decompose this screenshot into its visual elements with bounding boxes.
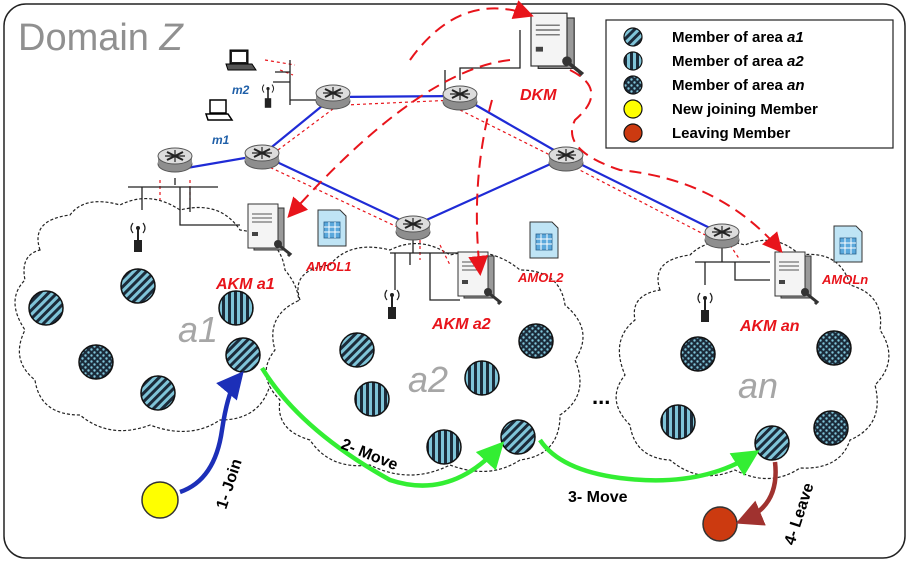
amol1-label: AMOL1 [305,259,352,274]
akm-a1-server-icon [246,202,292,258]
member-an [680,336,716,372]
legend-swatch-an [623,75,643,95]
ellipsis: ... [592,384,610,409]
dkm-label: DKM [520,87,557,104]
router-icon [395,215,431,241]
domain-title: Domain Z [18,17,185,59]
member-a2 [426,429,462,465]
amol2-document-icon [529,221,559,259]
member-a2 [464,360,500,396]
legend-label-a2: Member of area a2 [672,53,804,70]
laptop-m2-icon [225,49,257,71]
member-a2 [354,381,390,417]
legend-label-a1: Member of area a1 [672,29,804,46]
amol1-document-icon [317,209,347,247]
router-icon [704,223,740,249]
member-a2 [660,404,696,440]
member-an [816,330,852,366]
area-label-a2: a2 [408,359,448,400]
step-label-move-2: 3- Move [568,489,628,506]
router-icon [548,146,584,172]
new-joining-member [141,481,179,519]
member-a1 [28,290,64,326]
leave-arrow [735,461,778,526]
member-a1 [339,332,375,368]
members [28,268,852,465]
legend-label-new: New joining Member [672,101,818,118]
legend-swatch-a1 [623,27,643,47]
dkm-server-icon [529,11,584,78]
router-icon [244,144,280,170]
member-a1 [120,268,156,304]
area-label-an: an [738,365,778,406]
legend-label-an: Member of area an [672,77,805,94]
move-arrow-1 [260,366,505,488]
join-arrow [179,371,244,495]
dkm-control-arrows [287,0,783,276]
member-a1 [225,337,261,373]
router-icon [315,84,351,110]
legend-label-leave: Leaving Member [672,125,791,142]
member-a1 [140,375,176,411]
member-an [813,410,849,446]
member-a2 [218,290,254,326]
leaving-member [702,506,738,542]
member-a1 [500,419,536,455]
area-label-a1: a1 [178,309,218,350]
amoln-document-icon [833,225,863,263]
legend-swatch-a2 [623,51,643,71]
member-an [78,344,114,380]
laptop-m1-icon [204,99,234,121]
move-arrow-2 [538,438,760,483]
akm-an-server-icon [773,250,819,306]
akm-a1-label: AKM a1 [215,276,275,293]
legend-swatch-leave [623,123,643,143]
host-label-m1: m1 [212,133,230,147]
amoln-label: AMOLn [821,272,868,287]
amol2-label: AMOL2 [517,270,564,285]
akm-an-label: AKM an [739,318,800,335]
router-icon [157,147,193,173]
router-icon [442,85,478,111]
area-cloud-a2 [265,242,584,476]
member-an [518,323,554,359]
legend-swatch-new [623,99,643,119]
host-label-m2: m2 [232,83,250,97]
member-a1 [754,425,790,461]
legend: Member of area a1 Member of area a2 Member… [605,19,894,149]
akm-a2-label: AKM a2 [431,316,491,333]
